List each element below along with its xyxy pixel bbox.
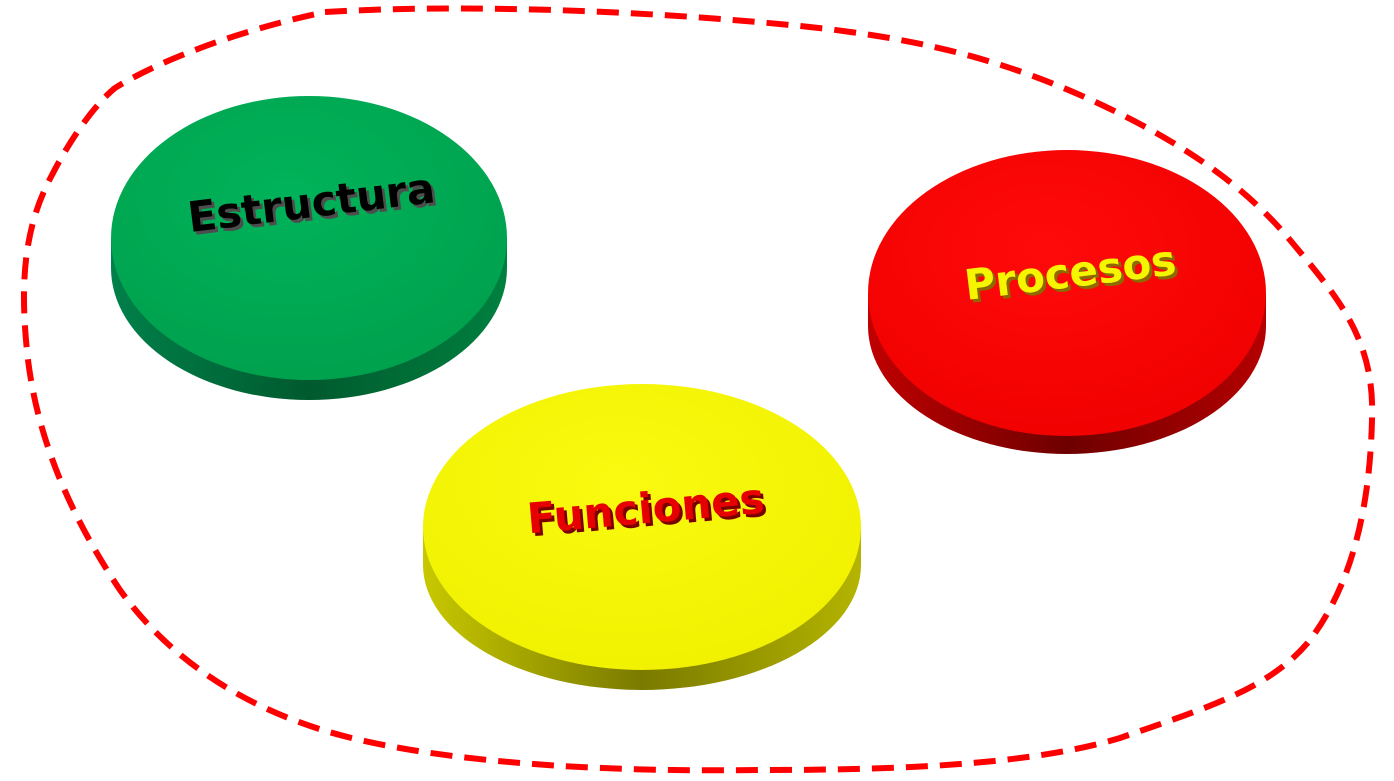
disc-funciones: Funciones Funciones bbox=[423, 384, 861, 690]
disc-procesos: Procesos Procesos bbox=[868, 150, 1266, 454]
dashed-boundary bbox=[21, 5, 1376, 774]
disc-estructura: Estructura Estructura bbox=[111, 96, 507, 400]
disc-funciones-top bbox=[423, 384, 861, 670]
disc-procesos-top bbox=[868, 150, 1266, 436]
disc-estructura-top bbox=[111, 96, 507, 380]
